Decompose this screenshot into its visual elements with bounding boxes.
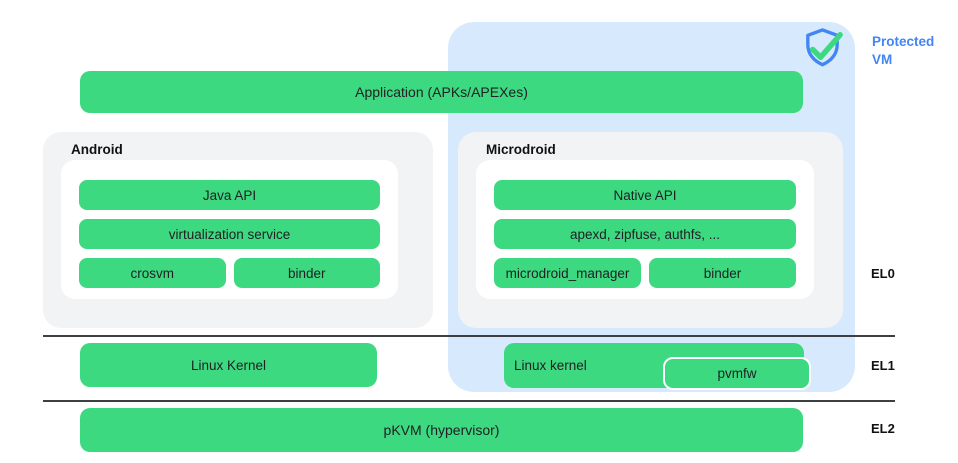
microdroid-bottom-row: microdroid_manager binder: [494, 258, 796, 288]
block-pvmfw-label: pvmfw: [717, 366, 757, 381]
block-virtualization-service-label: virtualization service: [168, 226, 291, 242]
microdroid-group-title: Microdroid: [486, 142, 556, 157]
android-group-title: Android: [71, 142, 123, 157]
el2-label: EL2: [871, 421, 895, 436]
block-pvmfw: pvmfw: [663, 357, 811, 390]
microdroid-group: Microdroid Native API apexd, zipfuse, au…: [458, 132, 843, 328]
android-group: Android Java API virtualization service …: [43, 132, 433, 328]
shield-check-icon: [806, 28, 843, 67]
el0-el1-divider: [43, 335, 895, 337]
android-bottom-row: crosvm binder: [79, 258, 380, 288]
block-microdroid-manager-label: microdroid_manager: [505, 265, 630, 281]
block-pkvm-hypervisor-label: pKVM (hypervisor): [383, 422, 500, 438]
android-panel: Java API virtualization service crosvm b…: [61, 160, 398, 299]
block-linux-kernel-android: Linux Kernel: [80, 343, 377, 387]
block-java-api: Java API: [79, 180, 380, 210]
block-microdroid-binder: binder: [649, 258, 796, 288]
block-android-binder: binder: [233, 258, 380, 288]
el1-el2-divider: [43, 400, 895, 402]
protected-vm-label: Protected VM: [872, 34, 935, 67]
block-virtualization-service: virtualization service: [79, 219, 380, 249]
block-android-binder-label: binder: [287, 265, 326, 281]
block-crosvm: crosvm: [79, 258, 226, 288]
application-label: Application (APKs/APEXes): [355, 84, 528, 100]
block-native-api-label: Native API: [613, 187, 677, 203]
block-apexd-zipfuse-authfs: apexd, zipfuse, authfs, ...: [494, 219, 796, 249]
block-linux-kernel-android-label: Linux Kernel: [190, 357, 267, 373]
application-block: Application (APKs/APEXes): [80, 71, 803, 113]
block-linux-kernel-vm-label: Linux kernel: [514, 358, 587, 373]
microdroid-panel: Native API apexd, zipfuse, authfs, ... m…: [476, 160, 814, 299]
el1-label: EL1: [871, 358, 895, 373]
block-apexd-zipfuse-authfs-label: apexd, zipfuse, authfs, ...: [569, 226, 721, 242]
block-microdroid-binder-label: binder: [703, 265, 742, 281]
el0-label: EL0: [871, 266, 895, 281]
block-microdroid-manager: microdroid_manager: [494, 258, 641, 288]
block-native-api: Native API: [494, 180, 796, 210]
block-pkvm-hypervisor: pKVM (hypervisor): [80, 408, 803, 452]
block-java-api-label: Java API: [202, 187, 257, 203]
block-crosvm-label: crosvm: [130, 265, 175, 281]
